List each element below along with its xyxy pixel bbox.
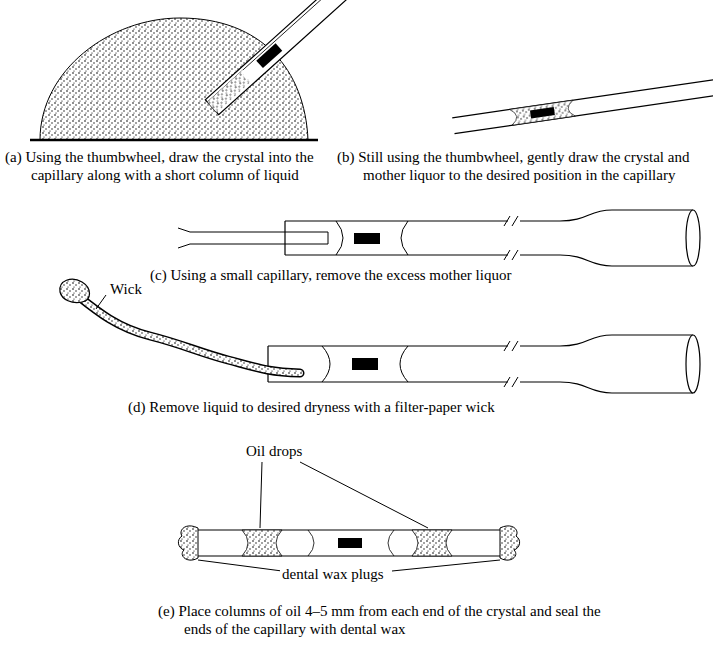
- step-caption: (a) Using the thumbwheel, draw the cryst…: [5, 148, 361, 184]
- leader-line: [96, 295, 106, 309]
- meniscus: [336, 221, 408, 255]
- wick: [60, 279, 300, 373]
- crystal: [530, 107, 555, 118]
- capillary: [205, 0, 360, 115]
- crystal: [352, 358, 378, 370]
- surface: [30, 139, 318, 142]
- small-capillary: [178, 228, 328, 248]
- meniscus: [308, 530, 394, 556]
- wax-plug: [500, 526, 520, 560]
- drop-panel: [30, 0, 360, 140]
- crystal: [354, 233, 380, 244]
- step-caption: (b) Still using the thumbwheel, gently d…: [337, 148, 708, 184]
- mother-liquor: [510, 100, 576, 125]
- capillary: [285, 210, 700, 266]
- step-caption: (d) Remove liquid to desired dryness wit…: [128, 398, 624, 416]
- part-label: Wick: [108, 280, 144, 298]
- part-label: Oil drops: [244, 442, 304, 460]
- break-mark: [504, 341, 518, 387]
- step-caption: (c) Using a small capillary, remove the …: [150, 266, 616, 284]
- capillary: [452, 80, 713, 134]
- capillary: [178, 526, 519, 560]
- leader-line: [198, 462, 500, 571]
- mother-liquor-drop: [40, 18, 308, 140]
- break-mark: [504, 216, 518, 260]
- step-caption: (e) Place columns of oil 4–5 mm from eac…: [158, 602, 614, 638]
- crystal: [338, 538, 362, 548]
- crystal: [256, 43, 282, 68]
- part-label: dental wax plugs: [280, 565, 386, 583]
- oil-drop: [242, 530, 282, 556]
- wax-plug: [178, 526, 198, 560]
- capillary: [268, 335, 700, 393]
- oil-drop: [412, 530, 452, 556]
- meniscus: [322, 346, 408, 382]
